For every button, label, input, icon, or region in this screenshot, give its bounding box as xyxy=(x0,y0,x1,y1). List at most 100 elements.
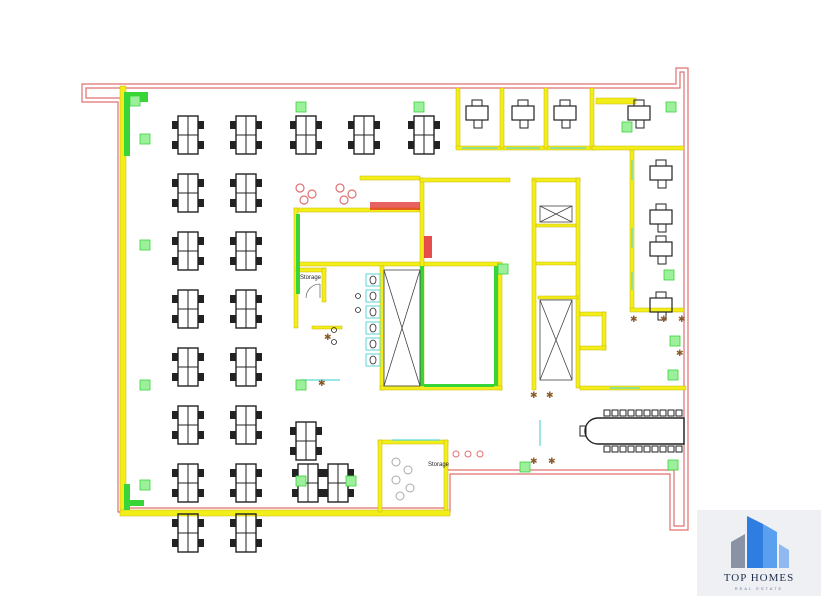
office-desk xyxy=(553,99,577,129)
workstation-cluster xyxy=(408,115,440,155)
conference-chair xyxy=(643,445,651,453)
workstation-cluster xyxy=(230,463,262,503)
plant-icon: ✱ xyxy=(546,391,554,401)
workstation-cluster xyxy=(290,115,322,155)
toilet-stall xyxy=(365,305,381,319)
workstation-cluster xyxy=(172,173,204,213)
workstation-cluster xyxy=(172,231,204,271)
column xyxy=(667,369,679,381)
workstation-cluster xyxy=(172,347,204,387)
private-office-desks xyxy=(465,99,673,321)
conference-chair xyxy=(675,409,683,417)
column xyxy=(345,475,357,487)
workstation-cluster xyxy=(348,115,380,155)
conference-chair xyxy=(635,445,643,453)
lounge-chair xyxy=(403,465,413,475)
conference-chair xyxy=(667,409,675,417)
conference-chair xyxy=(603,445,611,453)
lounge-chair xyxy=(391,475,401,485)
workstation-cluster xyxy=(292,463,324,503)
lounge-chair xyxy=(347,189,357,199)
lounge-chair xyxy=(299,195,309,205)
conference-chair xyxy=(611,445,619,453)
conference-chair xyxy=(619,409,627,417)
conference-chair xyxy=(643,409,651,417)
workstation-cluster xyxy=(290,421,322,461)
plant-icon: ✱ xyxy=(678,315,686,325)
conference-chair xyxy=(627,445,635,453)
column xyxy=(497,263,509,275)
conference-chair xyxy=(675,445,683,453)
sink xyxy=(331,327,337,333)
office-desk xyxy=(649,291,673,321)
lounge-chair xyxy=(464,450,472,458)
conference-chair xyxy=(603,409,611,417)
plant-icon: ✱ xyxy=(548,457,556,467)
conference-chair xyxy=(611,409,619,417)
conference-chair xyxy=(667,445,675,453)
interior-walls xyxy=(119,85,687,517)
conference-table-top xyxy=(584,417,685,445)
conference-chair xyxy=(579,425,587,437)
columns xyxy=(129,95,681,491)
conference-chair xyxy=(627,409,635,417)
plant-icon: ✱ xyxy=(318,379,326,389)
column xyxy=(519,461,531,473)
plant-icon: ✱ xyxy=(530,457,538,467)
conference-chair xyxy=(651,445,659,453)
workstation-cluster xyxy=(230,347,262,387)
office-desk xyxy=(465,99,489,129)
column xyxy=(139,239,151,251)
workstation-cluster xyxy=(172,513,204,553)
conference-chair xyxy=(651,409,659,417)
sink xyxy=(331,339,337,345)
column xyxy=(663,269,675,281)
lounge-chair xyxy=(335,183,345,193)
column xyxy=(295,379,307,391)
lounge-chair xyxy=(395,491,405,501)
plant-icon: ✱ xyxy=(676,349,684,359)
column xyxy=(621,121,633,133)
column xyxy=(129,95,141,107)
glass-partitions xyxy=(300,147,640,446)
column xyxy=(139,133,151,145)
column xyxy=(295,101,307,113)
column xyxy=(139,479,151,491)
sink xyxy=(355,307,361,313)
column xyxy=(665,101,677,113)
washroom-fixtures xyxy=(331,273,381,367)
conference-chair xyxy=(619,445,627,453)
workstation-cluster xyxy=(230,513,262,553)
column xyxy=(295,475,307,487)
top-homes-logo: TOP HOMES REAL ESTATE xyxy=(697,510,821,596)
lounge-chair xyxy=(452,450,460,458)
office-desk xyxy=(511,99,535,129)
workstation-cluster xyxy=(172,463,204,503)
office-desk xyxy=(649,203,673,233)
lounge-chair xyxy=(405,483,415,493)
office-desk xyxy=(627,99,651,129)
lounge-chair xyxy=(295,183,305,193)
logo-title: TOP HOMES xyxy=(723,572,795,584)
column xyxy=(413,101,425,113)
column xyxy=(667,459,679,471)
toilet-stall xyxy=(365,273,381,287)
workstation-cluster xyxy=(230,173,262,213)
shafts xyxy=(383,205,573,387)
workstation-cluster xyxy=(230,231,262,271)
office-desk xyxy=(649,235,673,265)
plant-icon: ✱ xyxy=(530,391,538,401)
conference-chair xyxy=(659,445,667,453)
column xyxy=(669,335,681,347)
plant-icon: ✱ xyxy=(324,333,332,343)
lounge-chair xyxy=(476,450,484,458)
workstation-clusters xyxy=(172,115,440,553)
toilet-stall xyxy=(365,353,381,367)
toilet-stall xyxy=(365,321,381,335)
reception-counter xyxy=(370,202,432,258)
conference-chair xyxy=(659,409,667,417)
workstation-cluster xyxy=(230,289,262,329)
storage-label-bottom: Storage xyxy=(428,462,450,468)
sink xyxy=(355,293,361,299)
workstation-cluster xyxy=(172,405,204,445)
